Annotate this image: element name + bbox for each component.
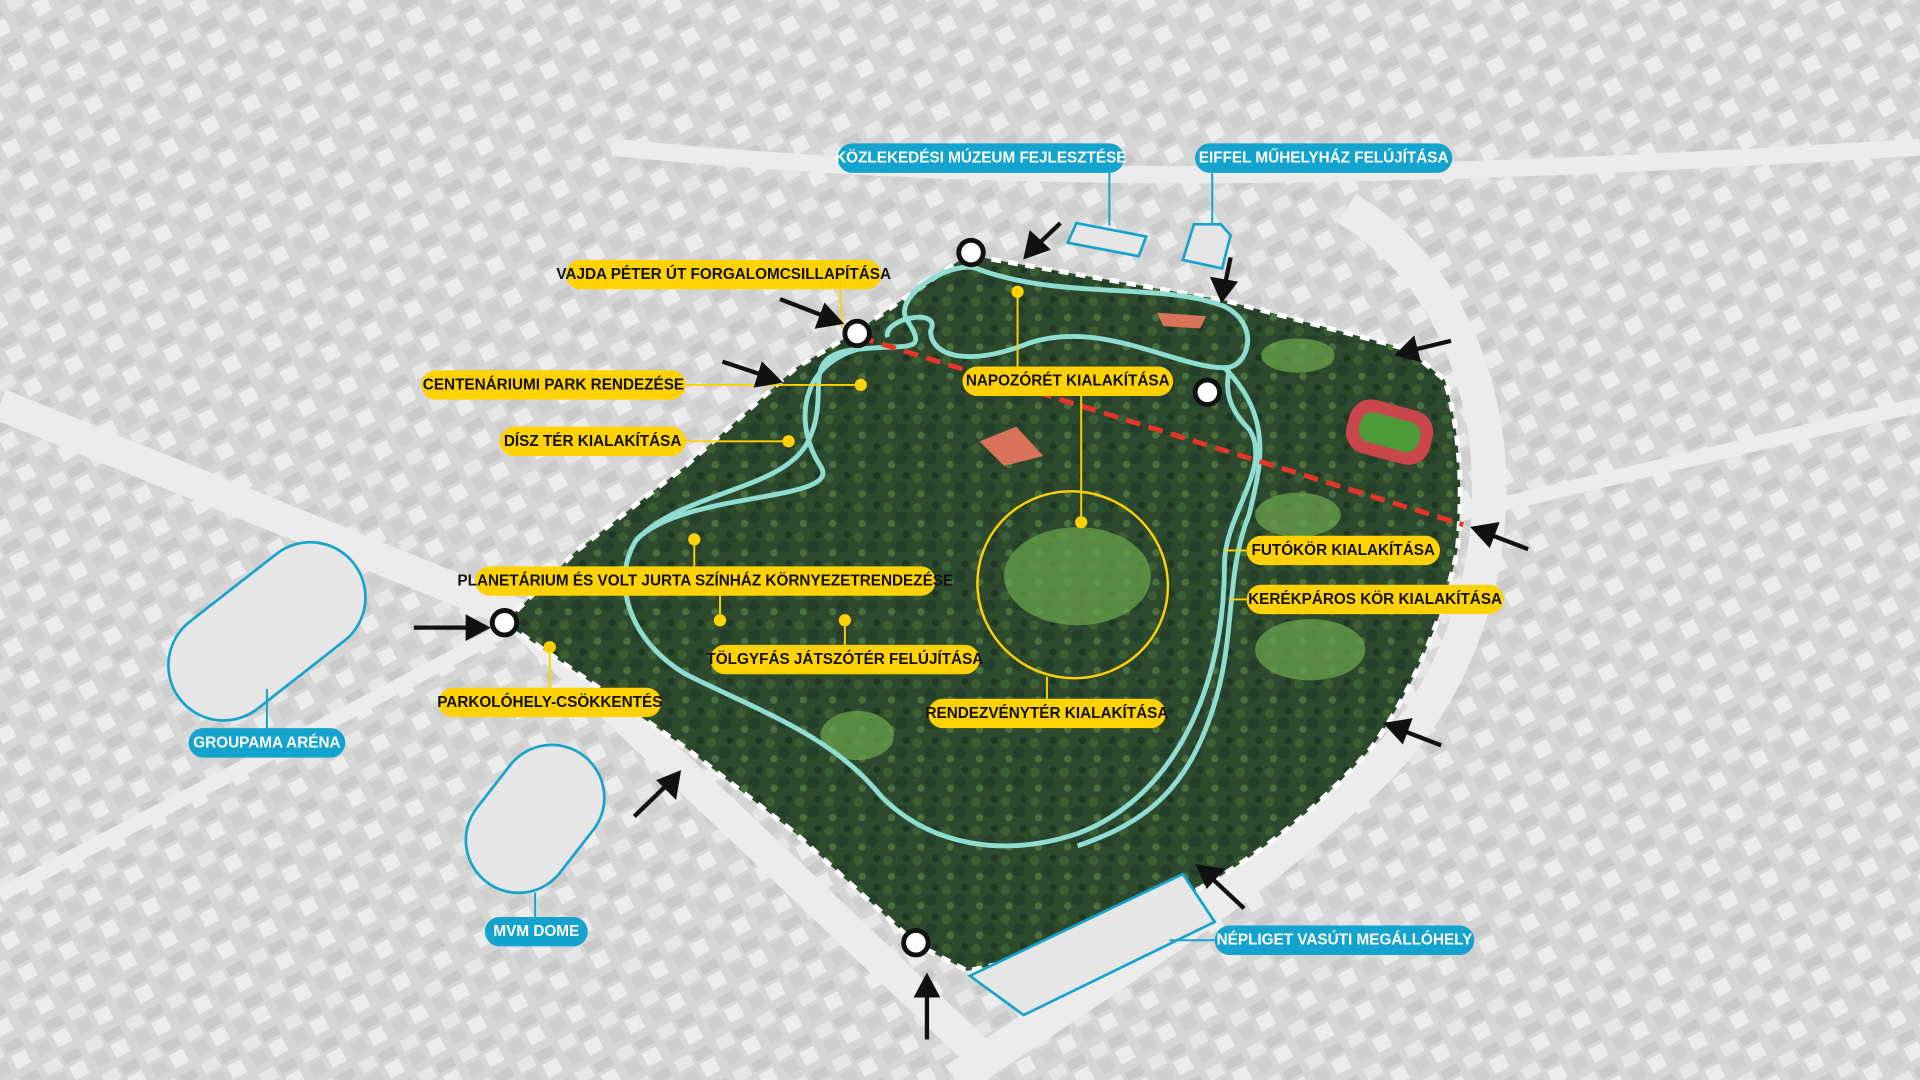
svg-text:EIFFEL MŰHELYHÁZ FELÚJÍTÁSA: EIFFEL MŰHELYHÁZ FELÚJÍTÁSA	[1199, 149, 1449, 167]
entrance-circle-icon	[489, 608, 520, 638]
svg-text:FUTÓKÖR KIALAKÍTÁSA: FUTÓKÖR KIALAKÍTÁSA	[1252, 541, 1435, 559]
label-nepliget-station: NÉPLIGET VASÚTI MEGÁLLÓHELY	[1214, 925, 1475, 955]
label-futokor: FUTÓKÖR KIALAKÍTÁSA	[1246, 535, 1440, 566]
label-parkolohely: PARKOLÓHELY-CSÖKKENTÉS	[437, 687, 662, 718]
entrance-circle-icon	[956, 237, 986, 268]
yellow-leaders	[543, 285, 1247, 699]
vajda-peter-road-line	[858, 334, 1464, 528]
label-centenarium-park: CENTENÁRIUMI PARK RENDEZÉSE	[421, 370, 686, 400]
svg-text:PLANETÁRIUM ÉS VOLT JURTA SZÍN: PLANETÁRIUM ÉS VOLT JURTA SZÍNHÁZ KÖRNYE…	[457, 573, 953, 590]
svg-text:CENTENÁRIUMI PARK RENDEZÉSE: CENTENÁRIUMI PARK RENDEZÉSE	[423, 376, 684, 393]
arrow-icon	[1394, 335, 1452, 363]
arrow-icon	[413, 614, 491, 642]
mvm-dome-site	[464, 743, 606, 895]
svg-text:NAPOZÓRÉT KIALAKÍTÁSA: NAPOZÓRÉT KIALAKÍTÁSA	[966, 372, 1170, 390]
eiffel-hall-site	[1181, 222, 1233, 271]
arrow-icon	[1383, 718, 1442, 748]
svg-text:RENDEZVÉNYTÉR KIALAKÍTÁSA: RENDEZVÉNYTÉR KIALAKÍTÁSA	[925, 705, 1168, 722]
access-arrows	[413, 221, 1529, 1040]
svg-text:NÉPLIGET VASÚTI MEGÁLLÓHELY: NÉPLIGET VASÚTI MEGÁLLÓHELY	[1217, 931, 1473, 949]
nepliget-station-site	[967, 872, 1217, 1017]
svg-text:DÍSZ TÉR KIALAKÍTÁSA: DÍSZ TÉR KIALAKÍTÁSA	[504, 433, 682, 450]
arrow-icon	[1209, 256, 1239, 304]
svg-text:PARKOLÓHELY-CSÖKKENTÉS: PARKOLÓHELY-CSÖKKENTÉS	[437, 693, 662, 711]
label-kozlekedesi-muzeum: KÖZLEKEDÉSI MÚZEUM FEJLESZTÉSE	[835, 143, 1126, 173]
arrow-icon	[632, 770, 682, 818]
label-kerekparos-kor: KERÉKPÁROS KÖR KIALAKÍTÁSA	[1246, 584, 1504, 615]
label-disz-ter: DÍSZ TÉR KIALAKÍTÁSA	[499, 426, 686, 457]
entrances	[489, 237, 1223, 958]
svg-text:GROUPAMA ARÉNA: GROUPAMA ARÉNA	[193, 734, 340, 751]
arrow-icon	[1023, 221, 1062, 260]
arrow-icon	[721, 359, 784, 388]
entrance-circle-icon	[842, 318, 872, 349]
lawns	[820, 338, 1366, 761]
label-tolgyfas: TÖLGYFÁS JÁTSZÓTÉR FELÚJÍTÁSA	[706, 644, 983, 675]
sport-fields	[979, 312, 1434, 466]
svg-text:KÖZLEKEDÉSI MÚZEUM FEJLESZTÉSE: KÖZLEKEDÉSI MÚZEUM FEJLESZTÉSE	[835, 149, 1126, 167]
svg-text:MVM DOME: MVM DOME	[493, 923, 579, 940]
entrance-circle-icon	[1192, 377, 1223, 407]
svg-text:TÖLGYFÁS JÁTSZÓTÉR FELÚJÍTÁSA: TÖLGYFÁS JÁTSZÓTÉR FELÚJÍTÁSA	[706, 650, 983, 668]
groupama-arena-site	[167, 540, 367, 722]
running-and-cycling-loops	[622, 264, 1263, 849]
arrow-icon	[779, 297, 845, 329]
label-eiffel-muhelyhaz: EIFFEL MŰHELYHÁZ FELÚJÍTÁSA	[1195, 143, 1453, 173]
blue-sites	[167, 221, 1233, 1017]
svg-text:VAJDA PÉTER ÚT FORGALOMCSILLAP: VAJDA PÉTER ÚT FORGALOMCSILLAPÍTÁSA	[556, 265, 891, 283]
label-napozoret: NAPOZÓRÉT KIALAKÍTÁSA	[962, 366, 1174, 396]
arrow-icon	[913, 972, 941, 1040]
label-vajda-peter: VAJDA PÉTER ÚT FORGALOMCSILLAPÍTÁSA	[556, 259, 891, 290]
label-groupama-arena: GROUPAMA ARÉNA	[188, 728, 346, 758]
entrance-circle-icon	[901, 927, 931, 958]
arrow-icon	[1470, 521, 1529, 552]
label-planetarium: PLANETÁRIUM ÉS VOLT JURTA SZÍNHÁZ KÖRNYE…	[457, 566, 953, 596]
event-area-outline	[976, 490, 1170, 680]
svg-text:KERÉKPÁROS KÖR KIALAKÍTÁSA: KERÉKPÁROS KÖR KIALAKÍTÁSA	[1248, 591, 1502, 608]
label-mvm-dome: MVM DOME	[484, 916, 588, 947]
arrow-icon	[1195, 863, 1246, 910]
blue-leaders	[265, 172, 1215, 942]
transport-museum-site	[1065, 221, 1148, 258]
label-rendezvenyter: RENDEZVÉNYTÉR KIALAKÍTÁSA	[925, 698, 1168, 729]
